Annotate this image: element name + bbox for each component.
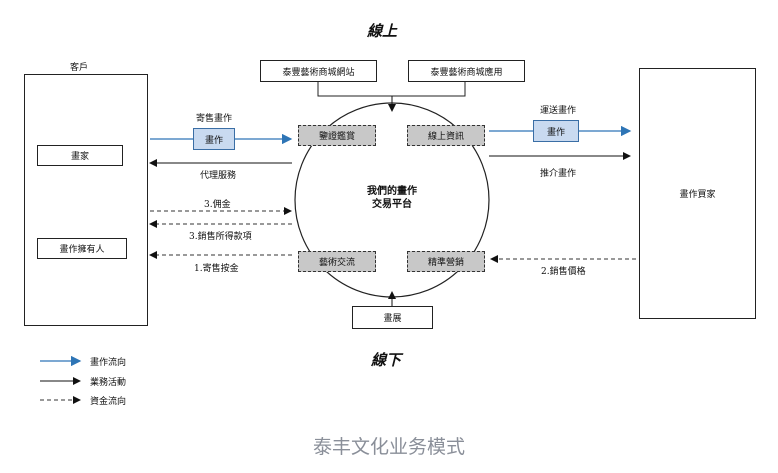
legend-painting-flow: 畫作流向 (90, 358, 127, 368)
online-title: 線上 (367, 22, 398, 40)
deliver-painting-label: 運送畫作 (540, 106, 577, 116)
platform-line-1: 我們的畫作 (367, 186, 417, 197)
website-box: 泰豐藝術商城網站 (260, 60, 377, 82)
artist-exchange-box: 藝術交流 (298, 251, 376, 272)
offline-title: 線下 (371, 351, 402, 369)
legend-fund-flow: 資金流向 (90, 397, 127, 407)
figure-caption: 泰丰文化业务模式 (312, 436, 465, 458)
painting-box-left: 畫作 (193, 128, 235, 150)
agency-service-label: 代理服務 (200, 171, 237, 181)
sale-price-label: 2.銷售價格 (541, 267, 586, 277)
authentication-box: 鑒證鑑賞 (298, 125, 376, 146)
sale-proceeds-label: 3.銷售所得款項 (189, 232, 252, 242)
customer-box (24, 74, 148, 326)
customer-label: 客戶 (70, 63, 89, 73)
painting-box-right: 畫作 (533, 120, 579, 142)
platform-line-2: 交易平台 (372, 199, 412, 210)
top-connector (317, 82, 466, 97)
gallery-box: 畫展 (352, 306, 433, 329)
recommend-painting-label: 推介畫作 (540, 169, 577, 179)
online-info-box: 線上資訊 (407, 125, 485, 146)
consign-deposit-label: 1.寄售按金 (194, 264, 239, 274)
commission-label: 3.佣金 (204, 200, 231, 210)
precision-marketing-box: 精準營銷 (407, 251, 485, 272)
platform-label: 我們的畫作 交易平台 (352, 185, 432, 211)
consign-painting-label: 寄售畫作 (196, 114, 233, 124)
app-box: 泰豐藝術商城應用 (408, 60, 525, 82)
painter-box: 畫家 (37, 145, 123, 166)
buyer-box: 畫作買家 (639, 68, 756, 319)
legend-business-activity: 業務活動 (90, 378, 127, 388)
owner-box: 畫作擁有人 (37, 238, 127, 259)
